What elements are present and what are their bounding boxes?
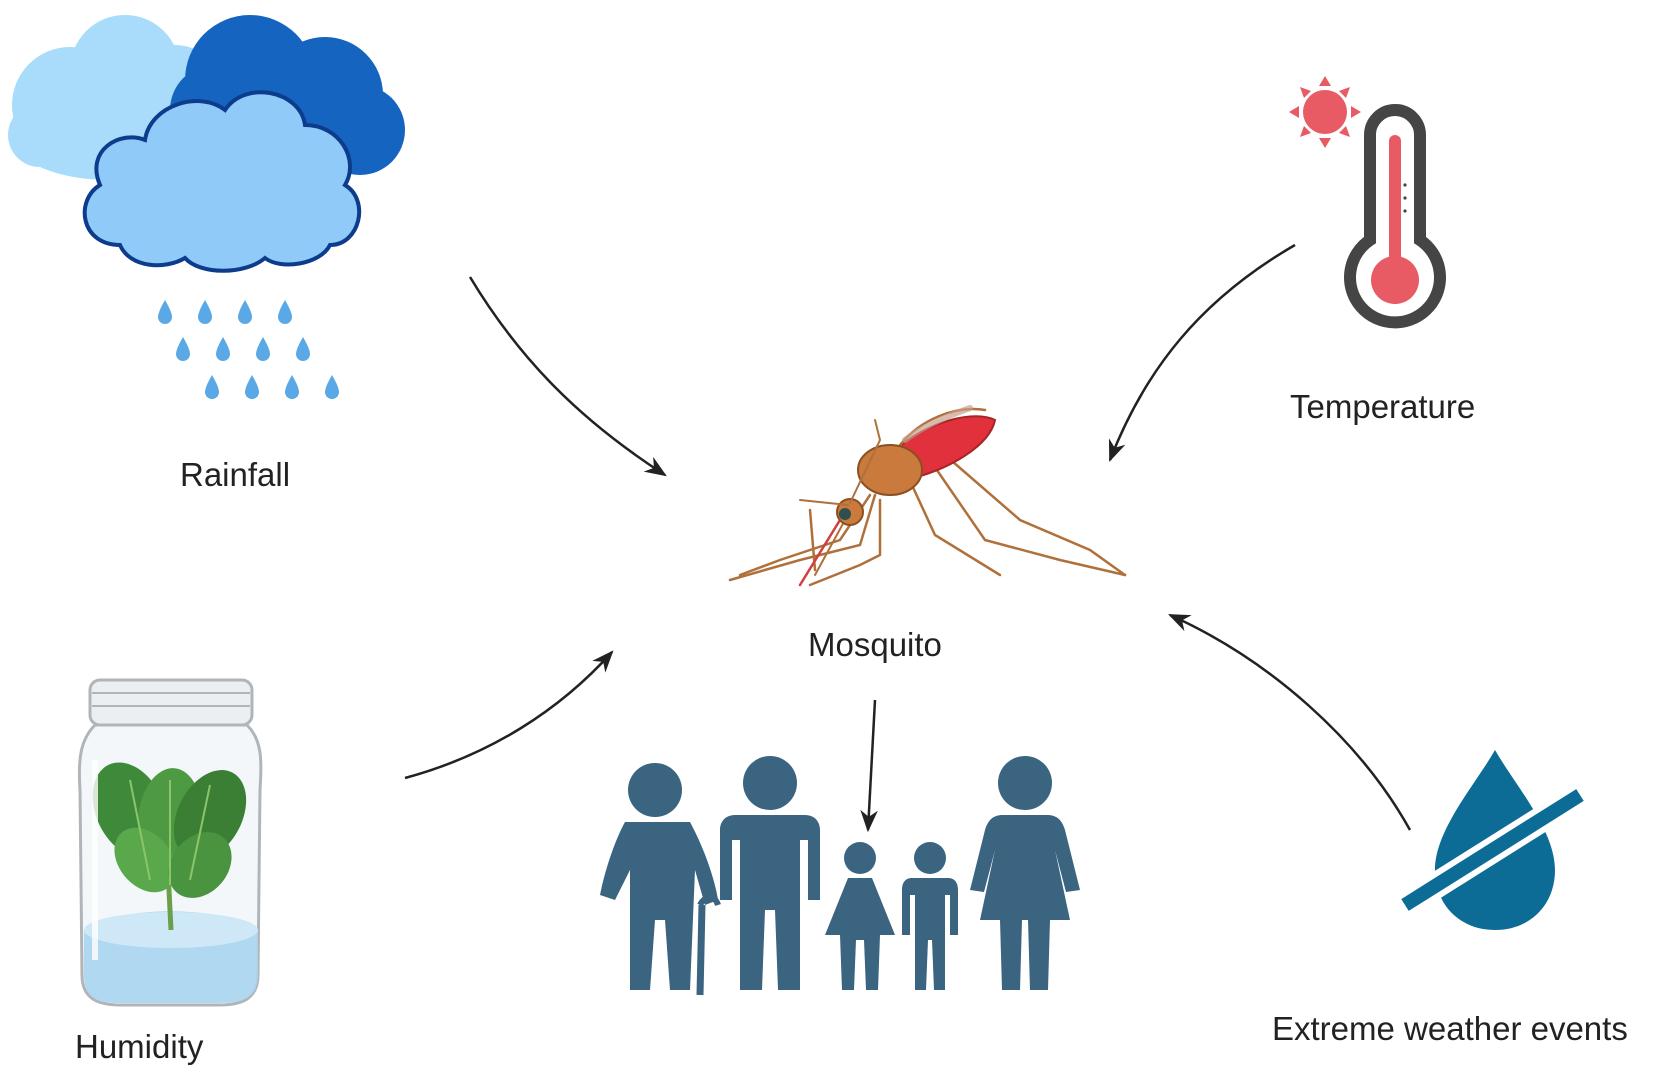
extreme-weather-label: Extreme weather events — [1272, 1010, 1628, 1047]
arrow-extreme-to-mosquito — [1167, 613, 1412, 831]
mosquito-icon — [728, 405, 1127, 587]
arrow-humidity-to-mosquito — [404, 650, 614, 780]
rainfall-label: Rainfall — [180, 456, 291, 493]
arrow-mosquito-to-people — [860, 699, 878, 833]
humidity-label: Humidity — [75, 1028, 204, 1065]
rain-clouds-icon — [8, 15, 405, 399]
no-water-drop-icon — [1398, 750, 1587, 930]
thermometer-sun-icon — [1289, 76, 1446, 329]
arrow-rainfall-to-mosquito — [468, 276, 667, 477]
jar-plant-icon — [77, 678, 263, 1007]
mosquito-label: Mosquito — [808, 626, 942, 663]
family-people-icon — [600, 756, 1080, 996]
temperature-label: Temperature — [1290, 388, 1476, 425]
arrow-temperature-to-mosquito — [1108, 243, 1296, 463]
arrows — [404, 243, 1412, 833]
